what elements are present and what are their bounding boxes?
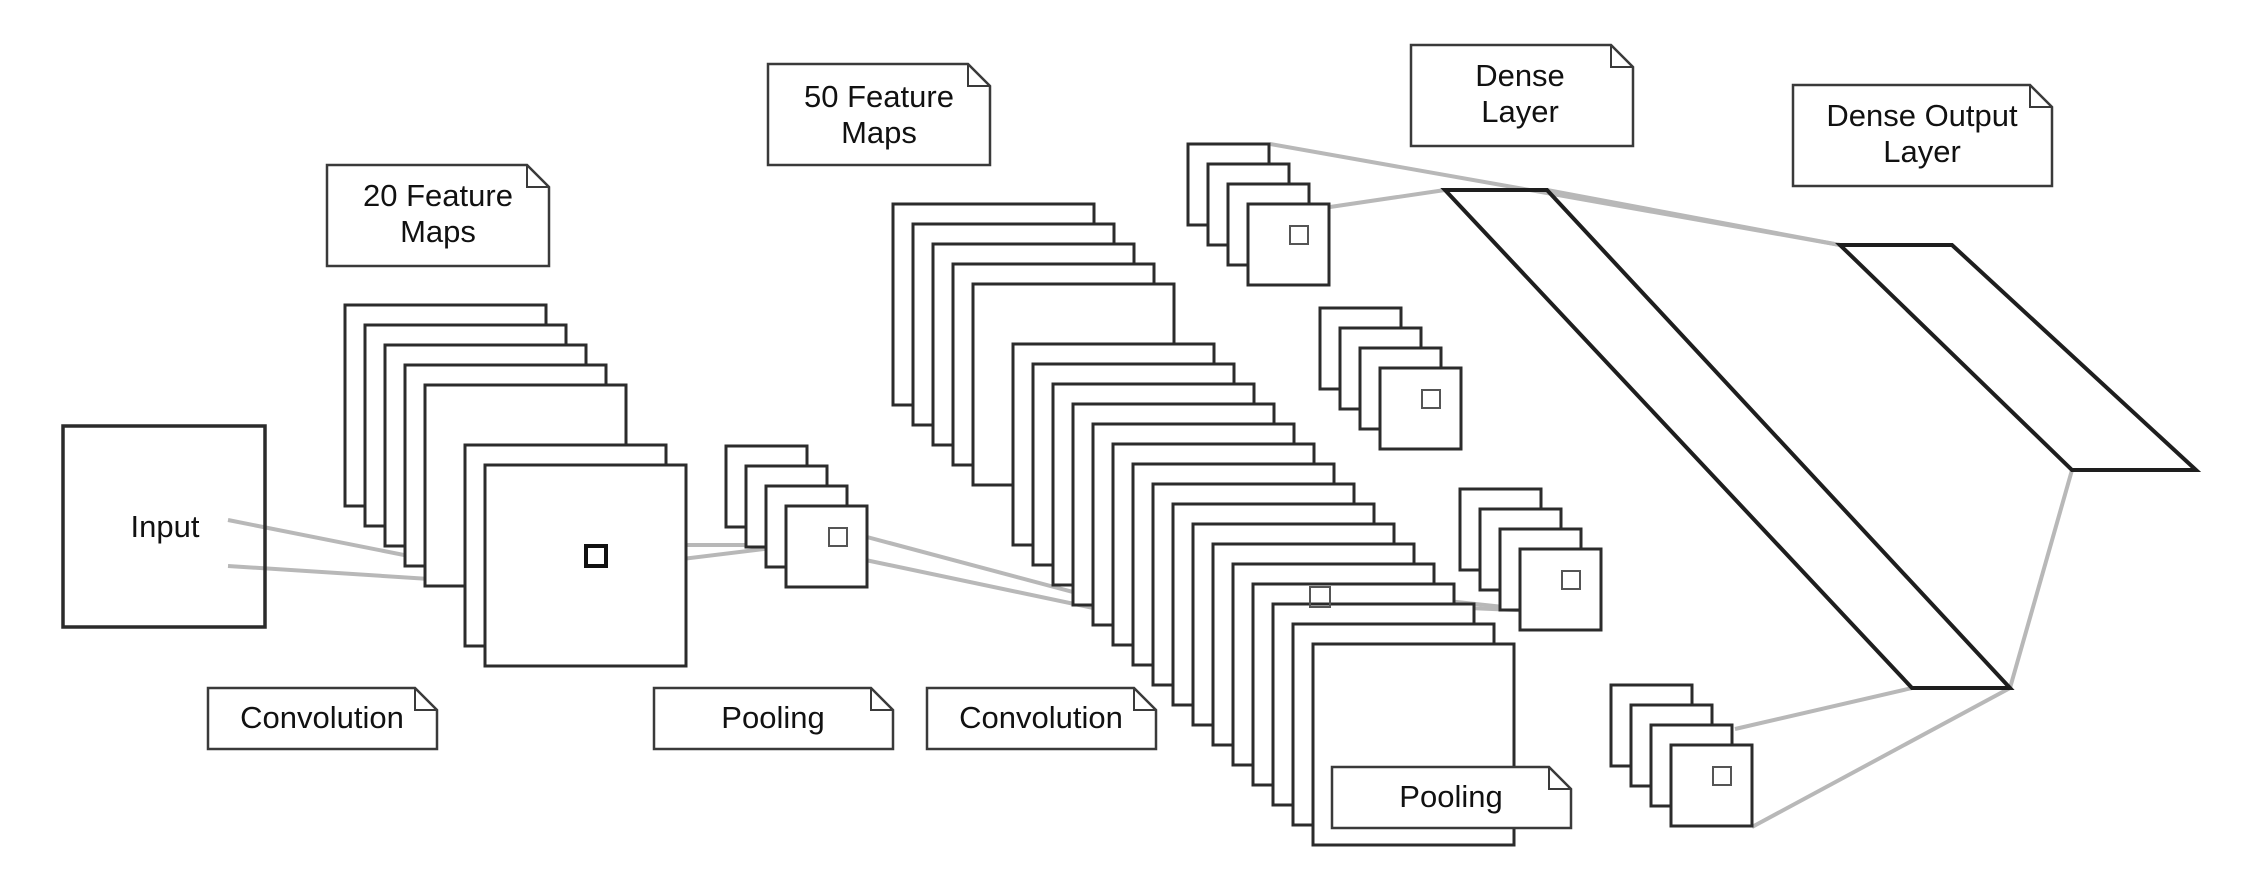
note-box xyxy=(1791,83,2054,188)
note-box xyxy=(325,163,551,268)
input-layer: Input xyxy=(61,424,267,629)
pooled-map xyxy=(784,504,869,589)
note-50-feature-maps-line1: 50 Feature xyxy=(804,79,954,114)
receptive-field-square xyxy=(1421,389,1441,409)
note-convolution-1: Convolution xyxy=(206,686,439,751)
note-dense-layer-line1: Dense xyxy=(1475,58,1565,93)
receptive-field-square xyxy=(1289,225,1309,245)
note-box xyxy=(1330,765,1573,830)
note-box xyxy=(766,62,992,167)
note-pooling-2: Pooling xyxy=(1330,765,1573,830)
note-fold xyxy=(1133,688,1156,711)
dense-output-layer-shape xyxy=(1835,243,2202,472)
note-dense-layer: Dense Layer xyxy=(1409,43,1635,148)
pooled-map xyxy=(1518,547,1603,632)
note-fold xyxy=(967,64,990,87)
note-20-feature-maps: 20 Feature Maps xyxy=(325,163,551,268)
note-50-feature-maps-line2: Maps xyxy=(841,115,917,150)
note-20-feature-maps-line2: Maps xyxy=(400,214,476,249)
note-box xyxy=(206,686,439,751)
note-pooling-1-label: Pooling xyxy=(721,700,824,735)
pool2-stack-top xyxy=(1186,142,1331,287)
note-50-feature-maps: 50 Feature Maps xyxy=(766,62,992,167)
note-convolution-2: Convolution xyxy=(925,686,1158,751)
connector-lines xyxy=(227,142,2074,829)
note-box xyxy=(925,686,1158,751)
connector-pool2-first-dense xyxy=(1329,188,1446,209)
note-pooling-2-label: Pooling xyxy=(1399,779,1502,814)
receptive-field-square xyxy=(584,544,608,568)
dense-layer-plane xyxy=(1440,188,2015,690)
dense-output-layer-plane xyxy=(1835,243,2202,472)
note-dense-layer-line2: Layer xyxy=(1481,94,1559,129)
pooled-map xyxy=(1378,366,1463,451)
note-pooling-1: Pooling xyxy=(652,686,895,751)
pooled-map xyxy=(1246,202,1331,287)
pool1-feature-map-stack xyxy=(724,444,869,589)
receptive-field-square xyxy=(828,527,848,547)
receptive-field-square xyxy=(1712,766,1732,786)
note-fold xyxy=(1548,767,1571,790)
note-box xyxy=(652,686,895,751)
note-fold xyxy=(526,165,549,188)
pool2-stack-middle-bottom xyxy=(1458,487,1603,632)
note-fold xyxy=(414,688,437,711)
connector-pool2-bottom-dense-b xyxy=(1751,686,2011,829)
input-box xyxy=(61,424,267,629)
note-dense-output-layer: Dense Output Layer xyxy=(1791,83,2054,188)
pool2-stack-middle-top xyxy=(1318,306,1463,451)
note-box xyxy=(1409,43,1635,148)
receptive-field-square xyxy=(1561,570,1581,590)
input-label: Input xyxy=(131,509,200,544)
note-convolution-2-label: Convolution xyxy=(959,700,1123,735)
note-convolution-1-label: Convolution xyxy=(240,700,404,735)
note-fold xyxy=(870,688,893,711)
pool2-stack-bottom xyxy=(1609,683,1754,828)
connector-dense-output-top xyxy=(1546,188,1841,247)
note-dense-output-layer-line1: Dense Output xyxy=(1826,98,2018,133)
note-20-feature-maps-line1: 20 Feature xyxy=(363,178,513,213)
note-fold xyxy=(2029,85,2052,108)
connector-dense-output-bottom xyxy=(2008,469,2074,689)
dense-layer-shape xyxy=(1440,188,2015,690)
conv1-feature-map-stack xyxy=(343,303,688,668)
pooled-map xyxy=(1669,743,1754,828)
note-dense-output-layer-line2: Layer xyxy=(1883,134,1961,169)
connector-pool2-bottom-dense-a xyxy=(1734,686,1913,731)
receptive-field-square xyxy=(1309,586,1331,608)
note-fold xyxy=(1610,45,1633,68)
conv2-feature-map-stack xyxy=(891,202,1516,847)
